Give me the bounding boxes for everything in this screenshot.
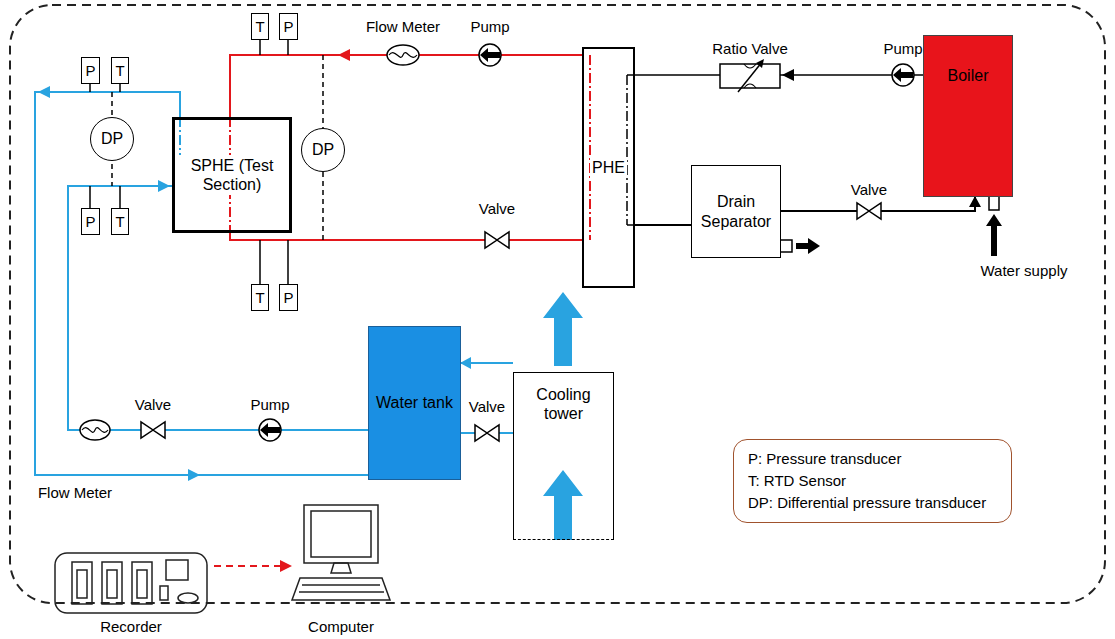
node-text: P <box>283 289 293 307</box>
heat-exchanger-box: PHE <box>582 47 635 288</box>
flow-arrow <box>782 69 794 81</box>
pump-symbol <box>259 419 281 441</box>
dp-circle: DP <box>90 117 134 161</box>
node-text: DP <box>101 129 123 148</box>
node-text: Cooling tower <box>520 385 607 423</box>
computer-illustration <box>292 505 390 600</box>
part-label: Valve <box>849 181 889 199</box>
flow-arrow <box>338 49 350 61</box>
part-label: Recorder <box>98 618 164 636</box>
test-section-box: SPHE (Test Section) <box>172 117 292 233</box>
abbreviation-key: P: Pressure transducer T: RTD SensorDP: D… <box>733 439 1012 523</box>
water-supply-inlet <box>986 197 1002 256</box>
part-label: Flow Meter <box>364 18 442 36</box>
ratio-valve-symbol <box>720 59 780 92</box>
sensor-box: P <box>81 57 100 84</box>
flow-arrow <box>158 180 170 192</box>
node-text: P: Pressure transducer <box>748 450 901 468</box>
part-label: Valve <box>467 398 507 416</box>
sensor-box: T <box>111 57 129 84</box>
part-label: Ratio Valve <box>710 40 790 58</box>
sensor-box: P <box>279 284 298 311</box>
boundary <box>10 5 1105 603</box>
boiler-box: Boiler <box>923 35 1013 197</box>
pump-symbol <box>479 44 501 66</box>
node-text: P <box>85 213 95 231</box>
data-link-arrow <box>280 560 292 572</box>
drain-outlet <box>780 238 820 254</box>
separator-box: Drain Separator <box>691 165 781 258</box>
pump-symbol <box>892 64 914 86</box>
valve-symbol <box>475 425 499 441</box>
part-label: Pump <box>468 18 511 36</box>
sensor-box: T <box>111 208 129 235</box>
pipe-connector <box>635 224 691 226</box>
hot-loop <box>230 55 590 240</box>
part-label: Flow Meter <box>36 484 114 502</box>
cooling-tower-box: Cooling tower <box>513 372 614 540</box>
dp-circle: DP <box>301 128 345 172</box>
node-text: P <box>283 18 293 36</box>
node-text: T <box>115 213 124 231</box>
air-flow-arrow <box>543 470 583 540</box>
node-text: Water tank <box>376 393 453 412</box>
node-text: PHE <box>590 157 627 178</box>
node-text: DP <box>312 140 334 159</box>
node-text: SPHE (Test Section) <box>177 155 287 195</box>
flow-meter-symbol <box>387 45 419 65</box>
valve-symbol <box>141 422 165 438</box>
valve-symbol <box>857 203 881 219</box>
flow-arrow <box>38 86 50 98</box>
water-tank-box: Water tank <box>368 326 461 480</box>
flow-arrow <box>188 469 200 481</box>
part-label: Pump <box>881 40 924 58</box>
node-text: Boiler <box>948 66 989 85</box>
sensor-box: T <box>251 284 269 311</box>
node-text: T <box>255 18 264 36</box>
pipe-connector <box>461 362 513 364</box>
part-label: Water supply <box>979 262 1070 280</box>
part-label: Computer <box>306 618 376 636</box>
node-text: P <box>85 62 95 80</box>
sensor-box: P <box>81 208 100 235</box>
sensor-box: T <box>251 13 269 40</box>
node-text: T <box>255 289 264 307</box>
node-text: T <box>115 62 124 80</box>
sensor-box: P <box>279 13 298 40</box>
part-label: Valve <box>477 200 517 218</box>
air-flow-arrow <box>543 292 583 366</box>
data-link <box>214 565 282 567</box>
node-text: Drain Separator <box>694 192 778 230</box>
node-text: T: RTD Sensor <box>748 472 846 490</box>
node-text: DP: Differential pressure transducer <box>748 494 986 512</box>
part-label: Valve <box>133 396 173 414</box>
recorder-illustration <box>55 553 207 613</box>
valve-symbol <box>485 232 509 248</box>
flow-meter-symbol <box>80 420 110 440</box>
part-label: Pump <box>248 396 291 414</box>
